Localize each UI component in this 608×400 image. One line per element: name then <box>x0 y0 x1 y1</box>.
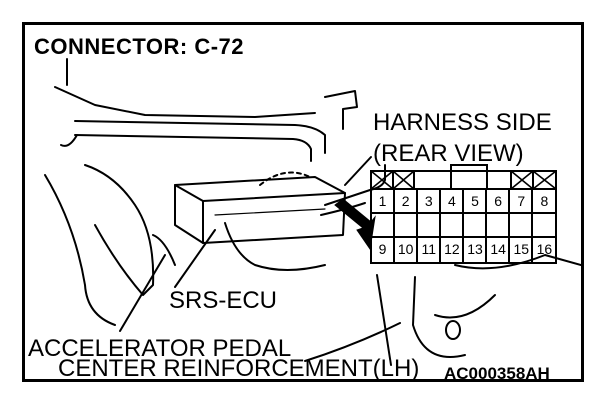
srs-ecu-rib <box>214 208 326 216</box>
harness-side-label: HARNESS SIDE <box>373 109 552 136</box>
connector-pin-14: 14 <box>490 241 506 257</box>
center-reinforcement-label: CENTER REINFORCEMENT(LH) <box>58 355 420 382</box>
reinforcement-bracket <box>376 274 466 366</box>
dash-curve <box>44 174 116 326</box>
rear-view-label: (REAR VIEW) <box>373 140 524 167</box>
accelerator-pedal-label: ACCELERATOR PEDAL <box>28 335 292 362</box>
connector-pin-1: 1 <box>378 193 387 209</box>
connector-pin-7: 7 <box>517 193 526 209</box>
center-reinf-leader <box>304 322 401 362</box>
connector-pin-4: 4 <box>448 193 456 209</box>
connector-pin-10: 10 <box>397 241 414 257</box>
pedal-arm <box>84 164 155 296</box>
pedal-detail <box>152 234 176 266</box>
srs-ecu-leader <box>174 229 216 288</box>
connector-pin-6: 6 <box>494 193 503 209</box>
pipe-lower <box>74 134 312 162</box>
cavity-right <box>511 171 556 190</box>
connector-pin-5: 5 <box>471 193 479 209</box>
blocked-cavities-left <box>370 170 415 190</box>
reinforcement-edge <box>434 294 496 319</box>
cavity-left <box>371 171 415 190</box>
connector-leader <box>344 156 372 186</box>
connector-pin-3: 3 <box>424 193 433 209</box>
connector-pin-11: 11 <box>421 241 437 257</box>
diagram-drawing <box>44 58 581 366</box>
pin-grid-dividers <box>393 189 533 263</box>
dash-outline <box>54 86 316 118</box>
connector-lock <box>450 164 488 190</box>
reinforcement-hole <box>445 320 461 340</box>
harness-loop <box>224 222 326 271</box>
figure-code: AC000358AH <box>444 364 550 383</box>
pipe-upper <box>74 120 326 154</box>
connector-pin-2: 2 <box>401 193 410 209</box>
connector-title: CONNECTOR: C-72 <box>34 34 245 59</box>
connector-arrow-icon <box>334 198 376 251</box>
floor-edge <box>454 254 581 270</box>
connector-pin-12: 12 <box>444 241 460 257</box>
srs-ecu-box <box>174 176 346 244</box>
connector-face <box>370 164 557 264</box>
connector-pin-15: 15 <box>513 241 530 257</box>
srs-ecu-top-edge <box>174 184 346 202</box>
connector-pin-13: 13 <box>467 241 483 257</box>
bracket <box>324 90 358 130</box>
diagram-frame: CONNECTOR: C-72 HARNESS SIDE (REAR VIEW)… <box>22 22 584 382</box>
pipe-clamp <box>60 134 78 147</box>
accel-pedal-leader <box>119 254 166 332</box>
connector-pin-16: 16 <box>536 241 553 257</box>
srs-ecu-hidden-edge <box>259 171 311 186</box>
blocked-cavities-right <box>510 170 557 190</box>
connector-pin-9: 9 <box>378 241 387 257</box>
connector-pin-8: 8 <box>540 193 549 209</box>
srs-ecu-label: SRS-ECU <box>169 287 278 314</box>
